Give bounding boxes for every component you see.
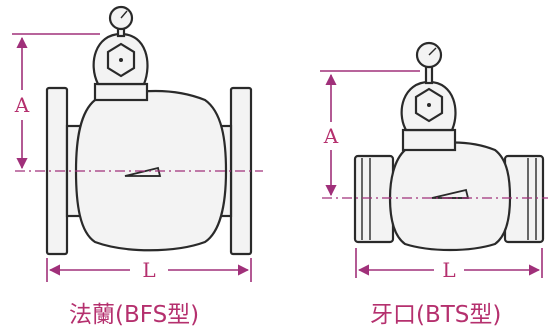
right-dimension-l: L	[355, 248, 543, 282]
threaded-valve-drawing	[353, 41, 545, 252]
right-dimension-l-label: L	[442, 258, 455, 282]
left-bonnet-neck	[93, 82, 149, 102]
left-hex-center	[119, 58, 123, 62]
right-thread-end-left	[353, 154, 395, 244]
left-dimension-a-label: A	[14, 93, 30, 117]
right-valve-body	[388, 141, 512, 252]
left-caption: 法蘭(BFS型)	[69, 302, 200, 328]
right-caption: 牙口(BTS型)	[370, 302, 502, 328]
left-dimension-l-label: L	[142, 258, 155, 282]
right-gauge-stem	[424, 65, 434, 85]
flanged-valve-drawing	[45, 5, 253, 256]
right-gauge-needle	[428, 47, 437, 56]
left-dimension-l: L	[46, 258, 252, 282]
left-dimension-a: A	[12, 33, 100, 170]
right-hex-center	[427, 103, 431, 107]
right-dimension-a: A	[320, 70, 420, 197]
left-gauge-needle	[120, 10, 128, 19]
right-bonnet-neck	[401, 128, 457, 152]
right-dimension-a-label: A	[323, 124, 339, 148]
